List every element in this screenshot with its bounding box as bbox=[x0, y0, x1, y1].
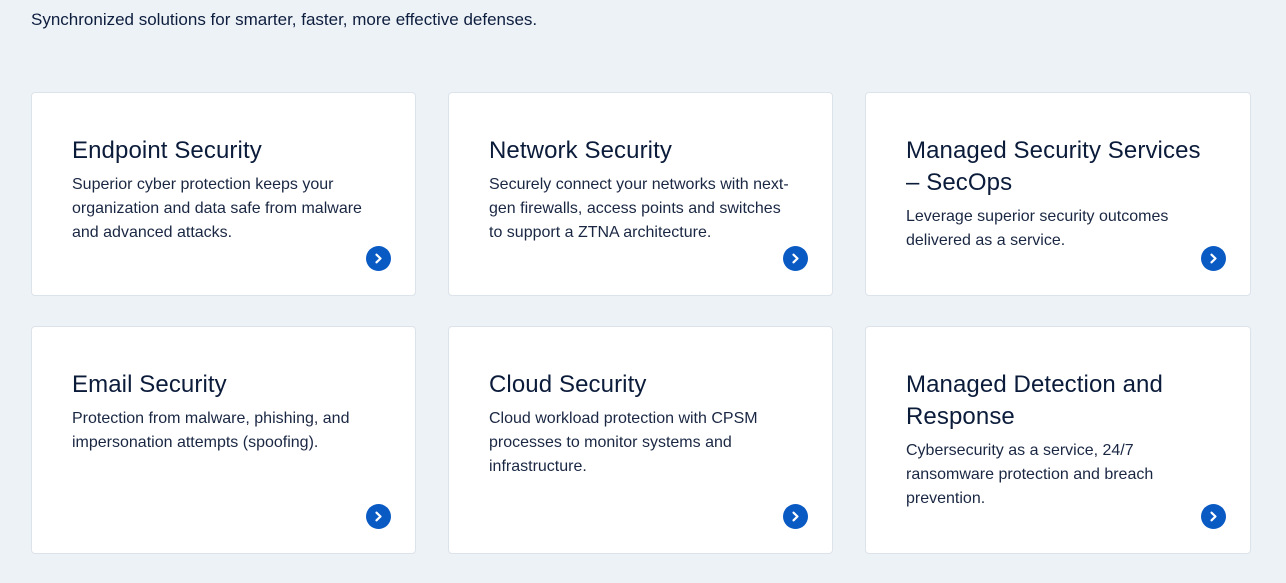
page-tagline: Synchronized solutions for smarter, fast… bbox=[31, 10, 538, 29]
card-title: Endpoint Security bbox=[72, 137, 262, 164]
chevron-right-icon bbox=[1210, 253, 1217, 264]
chevron-right-icon bbox=[375, 511, 382, 522]
card-arrow-button[interactable] bbox=[366, 504, 391, 529]
card-managed-security-services[interactable]: Managed Security Services – SecOps Lever… bbox=[865, 92, 1251, 296]
card-arrow-button[interactable] bbox=[783, 504, 808, 529]
card-arrow-button[interactable] bbox=[783, 246, 808, 271]
card-title: Network Security bbox=[489, 137, 672, 164]
card-endpoint-security[interactable]: Endpoint Security Superior cyber protect… bbox=[31, 92, 416, 296]
card-managed-detection-response[interactable]: Managed Detection and Response Cybersecu… bbox=[865, 326, 1251, 554]
card-description: Cybersecurity as a service, 24/7 ransomw… bbox=[906, 442, 1154, 507]
card-title: Managed Security Services – SecOps bbox=[906, 137, 1201, 196]
card-description: Protection from malware, phishing, and i… bbox=[72, 410, 350, 451]
chevron-right-icon bbox=[792, 511, 799, 522]
solutions-grid: Endpoint Security Superior cyber protect… bbox=[31, 92, 1251, 554]
chevron-right-icon bbox=[792, 253, 799, 264]
card-cloud-security[interactable]: Cloud Security Cloud workload protection… bbox=[448, 326, 833, 554]
card-title: Email Security bbox=[72, 371, 227, 398]
card-description: Leverage superior security outcomes deli… bbox=[906, 208, 1169, 249]
card-description: Securely connect your networks with next… bbox=[489, 176, 789, 241]
card-arrow-button[interactable] bbox=[1201, 504, 1226, 529]
card-arrow-button[interactable] bbox=[366, 246, 391, 271]
card-description: Cloud workload protection with CPSM proc… bbox=[489, 410, 758, 475]
chevron-right-icon bbox=[375, 253, 382, 264]
card-description: Superior cyber protection keeps your org… bbox=[72, 176, 362, 241]
card-title: Managed Detection and Response bbox=[906, 371, 1163, 430]
card-network-security[interactable]: Network Security Securely connect your n… bbox=[448, 92, 833, 296]
card-title: Cloud Security bbox=[489, 371, 647, 398]
chevron-right-icon bbox=[1210, 511, 1217, 522]
card-arrow-button[interactable] bbox=[1201, 246, 1226, 271]
card-email-security[interactable]: Email Security Protection from malware, … bbox=[31, 326, 416, 554]
